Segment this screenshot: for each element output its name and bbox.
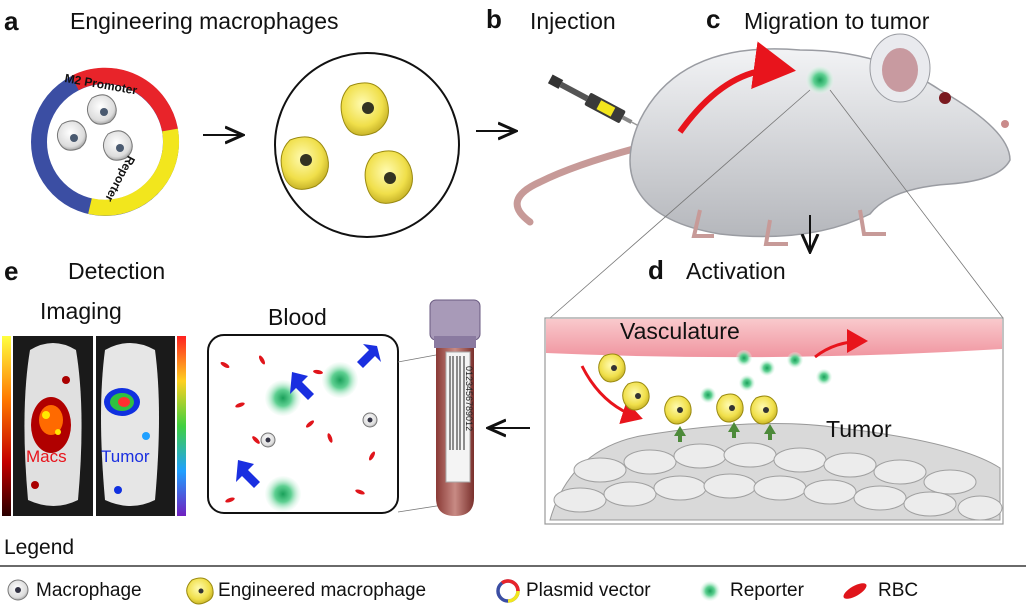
engineered-macrophage <box>340 82 389 136</box>
activation-arrows <box>674 422 776 442</box>
engineered-macrophage <box>716 393 744 423</box>
reporter-particles <box>700 350 832 403</box>
infiltration-arrow <box>580 365 643 425</box>
reporter-release-arrow <box>814 329 868 359</box>
syringe <box>547 74 653 134</box>
legend-label-macrophage: Macrophage <box>36 580 142 601</box>
zoom-line-right <box>829 89 1004 319</box>
imaging-label-tumor: Tumor <box>101 447 150 466</box>
panel-letter-c: c <box>706 4 721 34</box>
vasculature-band <box>546 319 1002 358</box>
plain-macrophage <box>56 120 87 151</box>
mouse <box>513 33 1011 246</box>
panel-title-d: Activation <box>686 258 786 284</box>
engineered-macrophage <box>750 395 778 425</box>
engineered-macrophage <box>598 353 626 383</box>
zoom-line-left <box>549 89 811 319</box>
engineered-macrophage <box>280 136 329 190</box>
legend-title: Legend <box>4 536 75 559</box>
legend-label-plasmid-vector: Plasmid vector <box>526 580 651 601</box>
panel-letter-d: d <box>648 255 664 285</box>
panel-title-e: Detection <box>68 258 166 284</box>
engineered-macrophage-icon <box>186 577 214 605</box>
engineered-macrophage <box>622 381 650 411</box>
tube-barcode-number: 0123456789012 <box>464 366 474 432</box>
engineered-macrophage <box>664 395 692 425</box>
migration-arrow <box>677 41 796 134</box>
plain-macrophage <box>102 130 133 161</box>
panel-letter-e: e <box>4 256 19 286</box>
tumor-tissue <box>549 423 1003 521</box>
plasmid-ring <box>31 67 180 216</box>
zoom-line-tube-bottom <box>397 504 444 513</box>
engineered-macrophage-circle <box>274 52 460 238</box>
zoom-line-tube-top <box>397 354 437 363</box>
tumor-label: Tumor <box>826 416 892 442</box>
plain-macrophage <box>86 94 117 125</box>
tumor-reporter-glow <box>806 66 834 94</box>
imaging-panel-tumor <box>96 336 175 516</box>
rbc-icon <box>843 583 867 599</box>
panel-letter-b: b <box>486 4 502 34</box>
activation-panel <box>544 317 1004 525</box>
panel-title-b: Injection <box>530 8 616 34</box>
panel-letter-a: a <box>4 6 19 36</box>
legend-label-engineered-macrophage: Engineered macrophage <box>218 580 427 601</box>
plasmid-vector-icon <box>496 579 520 603</box>
panel-title-c: Migration to tumor <box>744 8 930 34</box>
imaging-title: Imaging <box>40 298 122 324</box>
engineered-macrophage <box>364 150 413 204</box>
imaging-panel-macs <box>13 336 93 516</box>
vasculature-label: Vasculature <box>620 318 740 344</box>
reporter-icon <box>700 581 720 601</box>
imaging-scale-bars <box>2 336 186 516</box>
imaging-label-macs: Macs <box>26 447 67 466</box>
legend-label-reporter: Reporter <box>730 580 804 601</box>
panel-title-a: Engineering macrophages <box>70 8 339 34</box>
macrophage-icon <box>7 579 29 601</box>
blood-contents <box>220 344 381 512</box>
legend-label-rbc: RBC <box>878 580 919 601</box>
blood-title: Blood <box>268 304 327 330</box>
blood-tube <box>429 299 481 516</box>
